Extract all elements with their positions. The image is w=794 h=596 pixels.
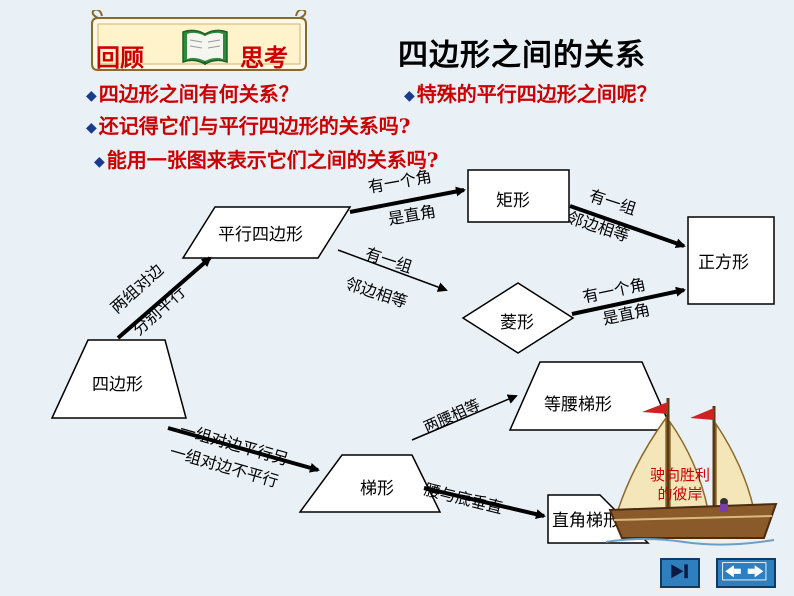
trapezoid-shape xyxy=(298,454,442,513)
parallelogram-shape xyxy=(181,206,352,259)
question-2: ◆特殊的平行四边形之间呢？ xyxy=(404,82,657,106)
arrow-para-to-rect xyxy=(349,186,466,214)
question-4: ◆能用一张图来表示它们之间的关系吗? xyxy=(94,148,439,172)
node-quadrilateral: 四边形 xyxy=(92,375,143,395)
node-square: 正方形 xyxy=(698,253,749,273)
node-rectangle: 矩形 xyxy=(496,191,530,211)
ship-caption: 驶向胜利 的彼岸 xyxy=(640,466,720,504)
diamond-bullet-icon: ◆ xyxy=(86,119,97,136)
arrow-quad-to-trap xyxy=(167,426,320,473)
diamond-bullet-icon: ◆ xyxy=(94,153,105,170)
open-book-icon xyxy=(182,29,228,66)
square-shape xyxy=(687,216,775,305)
arrow-trap-to-iso xyxy=(411,394,518,441)
arrow-para-to-rhombus xyxy=(337,249,448,292)
sailing-ship-icon xyxy=(605,398,778,546)
ship-caption-line2: 的彼岸 xyxy=(657,485,703,503)
arrow-rect-to-square xyxy=(569,204,686,249)
node-isosceles-trapezoid: 等腰梯形 xyxy=(544,395,612,415)
page-title: 四边形之间的关系 xyxy=(398,38,646,73)
back-forward-button[interactable] xyxy=(716,558,776,588)
rectangle-shape xyxy=(467,169,570,223)
diamond-bullet-icon: ◆ xyxy=(86,87,97,104)
arrow-rhombus-to-square xyxy=(571,286,686,316)
review-label: 回顾 xyxy=(96,43,144,72)
next-slide-button[interactable] xyxy=(660,558,700,588)
node-rhombus: 菱形 xyxy=(500,313,534,333)
think-label: 思考 xyxy=(240,43,288,72)
quadrilateral-shape xyxy=(50,339,187,419)
node-parallelogram: 平行四边形 xyxy=(218,225,303,245)
back-forward-arrows-icon xyxy=(722,562,767,581)
arrow-trap-to-right xyxy=(423,486,546,520)
node-right-trapezoid: 直角梯形 xyxy=(552,511,620,531)
node-trapezoid: 梯形 xyxy=(360,479,394,499)
skip-forward-icon xyxy=(671,564,688,579)
question-3: ◆还记得它们与平行四边形的关系吗? xyxy=(86,114,411,138)
ship-caption-line1: 驶向胜利 xyxy=(649,466,710,484)
rhombus-shape xyxy=(461,282,575,354)
question-1: ◆四边形之间有何关系？ xyxy=(86,82,299,106)
arrow-quad-to-para xyxy=(116,256,212,340)
diamond-bullet-icon: ◆ xyxy=(404,87,415,104)
